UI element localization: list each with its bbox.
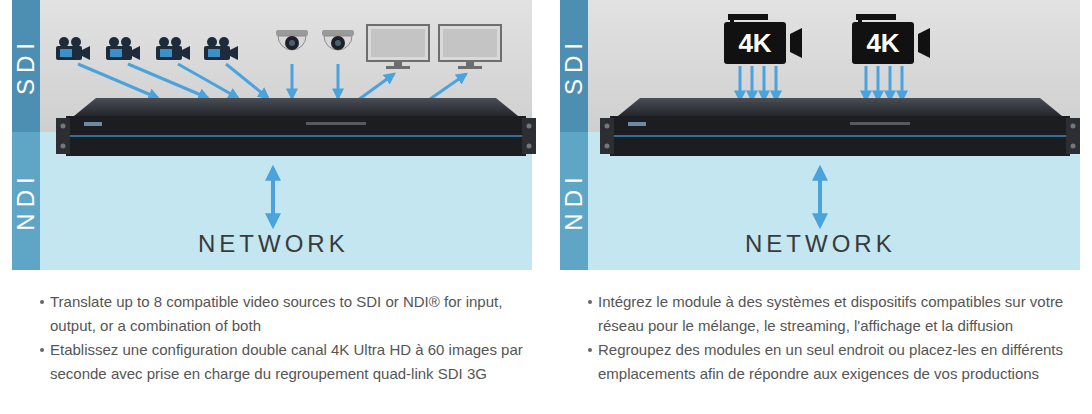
camera-label: 4K (724, 22, 786, 64)
camera-label: 4K (852, 22, 914, 64)
bullet-text: Intégrez le module à des systèmes et dis… (598, 290, 1078, 338)
bullet-text: Etablissez une configuration double cana… (50, 338, 530, 386)
sdi-band: SDI (12, 0, 532, 132)
band-label: NDI (12, 171, 40, 230)
band-label: NDI (560, 171, 588, 230)
bullet-text: Regroupez des modules en un seul endroit… (598, 338, 1078, 386)
band-label: SDI (12, 37, 40, 95)
camera-4k: 4K (724, 22, 786, 64)
band-label: SDI (560, 37, 588, 95)
camera-4k: 4K (852, 22, 914, 64)
network-label: NETWORK (745, 230, 896, 258)
bullet-text: Translate up to 8 compatible video sourc… (50, 290, 530, 338)
network-label: NETWORK (198, 230, 349, 258)
sdi-band: SDI 4K 4K (560, 0, 1080, 132)
